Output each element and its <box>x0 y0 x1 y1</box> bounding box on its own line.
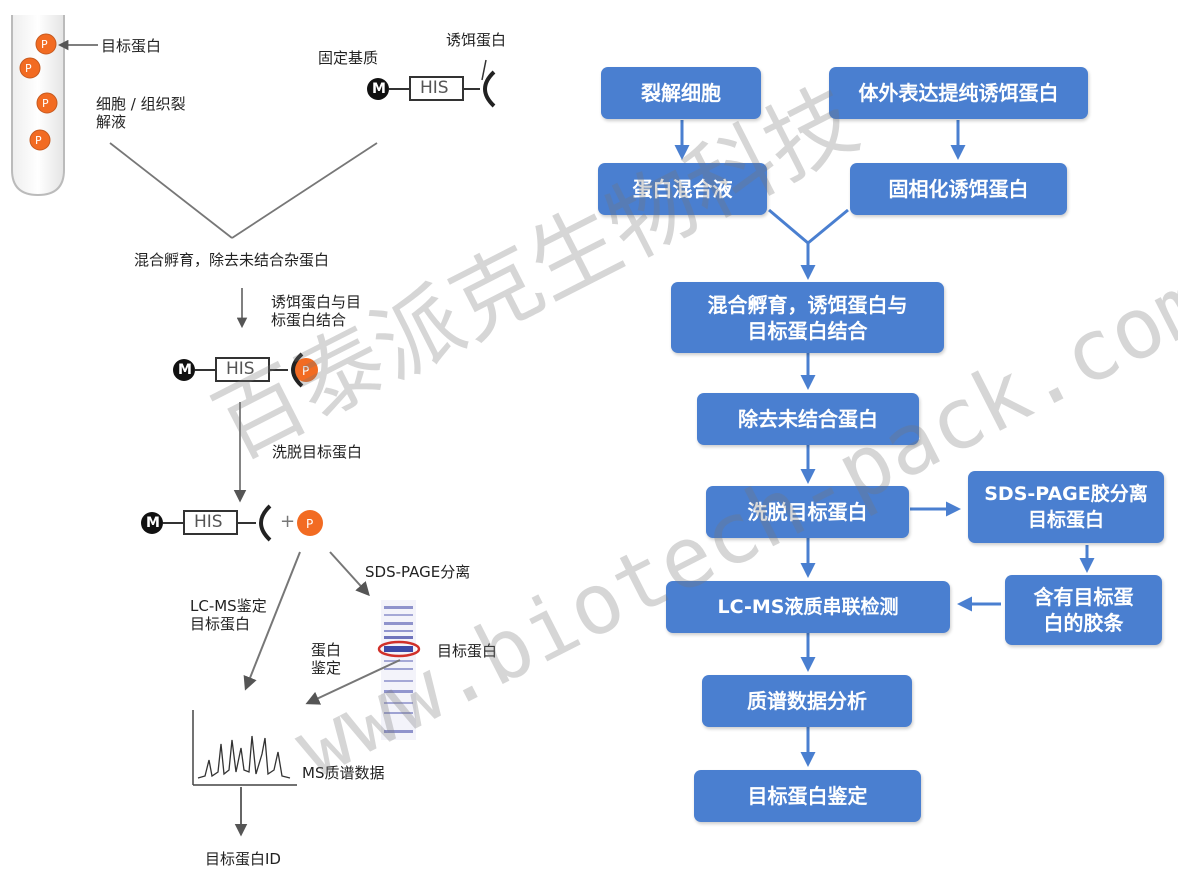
box-immobilize-bait-text: 固相化诱饵蛋白 <box>888 177 1029 201</box>
bait-construct-top <box>367 59 496 108</box>
box-identify-text: 目标蛋白鉴定 <box>747 784 868 808</box>
p-letter-bound: P <box>302 364 310 378</box>
box-remove-unbound-text: 除去未结合蛋白 <box>738 407 878 431</box>
his-label-eluted: HIS <box>194 512 223 532</box>
ms-spectrum <box>192 710 297 786</box>
his-label-top: HIS <box>420 78 449 98</box>
m-letter-bound: M <box>178 362 192 378</box>
m-letter-top: M <box>372 81 386 97</box>
bound-construct <box>173 352 318 388</box>
box-lyse-cells: 裂解细胞 <box>601 67 761 119</box>
sds-label: SDS-PAGE分离 <box>365 563 471 581</box>
band-label: 目标蛋白 <box>437 642 498 660</box>
ms-data-label: MS质谱数据 <box>302 764 385 782</box>
matrix-label: 固定基质 <box>318 49 379 67</box>
m-letter-eluted: M <box>146 515 160 531</box>
mix-label: 混合孵育，除去未结合杂蛋白 <box>134 251 330 269</box>
box-gel-band-line2: 白的胶条 <box>1043 611 1124 635</box>
box-incubate-line2: 目标蛋白结合 <box>747 318 868 343</box>
plus-sign: + <box>280 511 296 532</box>
tube-proteins <box>19 33 58 151</box>
box-elute-text: 洗脱目标蛋白 <box>747 500 868 524</box>
box-incubate-line1: 混合孵育，诱饵蛋白与 <box>707 292 908 317</box>
box-gel-band-line1: 含有目标蛋 <box>1033 585 1134 609</box>
target-band-highlight <box>377 640 421 658</box>
box-incubate: 混合孵育，诱饵蛋白与 目标蛋白结合 <box>671 282 944 353</box>
bind-label: 诱饵蛋白与目 标蛋白结合 <box>271 293 362 329</box>
box-data-analysis: 质谱数据分析 <box>702 675 912 727</box>
final-id-label: 目标蛋白ID <box>205 850 281 868</box>
box-express-bait-text: 体外表达提纯诱饵蛋白 <box>858 81 1059 105</box>
box-identify: 目标蛋白鉴定 <box>694 770 921 822</box>
box-lyse-cells-text: 裂解细胞 <box>641 81 721 105</box>
p-letter-2: P <box>25 62 32 75</box>
p-letter-3: P <box>42 97 49 110</box>
box-lcms: LC-MS液质串联检测 <box>666 581 950 633</box>
target-protein-label: 目标蛋白 <box>101 37 162 55</box>
box-sds-page: SDS-PAGE胶分离 目标蛋白 <box>968 471 1164 543</box>
box-lcms-text: LC-MS液质串联检测 <box>717 596 899 618</box>
box-sds-page-line2: 目标蛋白 <box>1027 509 1104 531</box>
box-gel-band: 含有目标蛋 白的胶条 <box>1005 575 1162 645</box>
box-remove-unbound: 除去未结合蛋白 <box>697 393 919 445</box>
elute-label: 洗脱目标蛋白 <box>272 443 363 461</box>
box-protein-mixture-text: 蛋白混合液 <box>632 177 733 201</box>
p-letter-1: P <box>41 38 48 51</box>
box-express-bait: 体外表达提纯诱饵蛋白 <box>829 67 1088 119</box>
gel-lane <box>377 600 421 740</box>
box-elute: 洗脱目标蛋白 <box>706 486 909 538</box>
his-label-bound: HIS <box>226 359 255 379</box>
eluted-construct <box>141 504 323 542</box>
p-letter-4: P <box>35 134 42 147</box>
protein-id-label: 蛋白 鉴定 <box>311 641 342 677</box>
box-data-analysis-text: 质谱数据分析 <box>747 689 867 713</box>
lysate-label: 细胞 / 组织裂 解液 <box>96 95 186 131</box>
lcms-label: LC-MS鉴定 目标蛋白 <box>190 597 267 633</box>
box-protein-mixture: 蛋白混合液 <box>598 163 767 215</box>
bait-label: 诱饵蛋白 <box>446 31 507 49</box>
p-letter-eluted: P <box>306 517 314 531</box>
box-sds-page-line1: SDS-PAGE胶分离 <box>984 483 1148 505</box>
flow-arrows <box>674 120 1095 767</box>
box-immobilize-bait: 固相化诱饵蛋白 <box>850 163 1067 215</box>
